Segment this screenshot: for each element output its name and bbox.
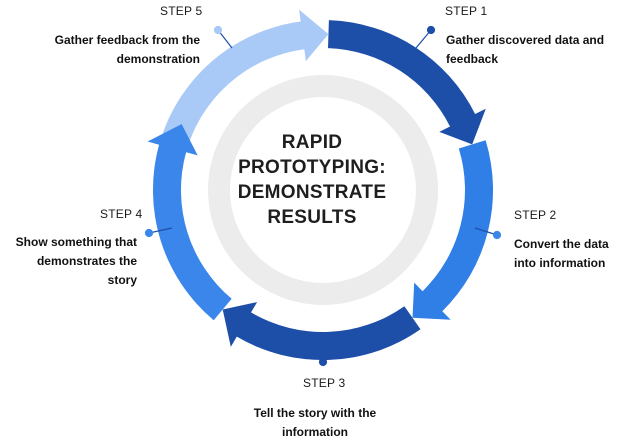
step4-connector-dot: [144, 228, 154, 238]
center-title-line-1: RAPID: [281, 132, 343, 153]
step4-description: Show something that demonstrates the sto…: [15, 235, 137, 287]
step1-connector-dot: [426, 25, 436, 35]
step5-label: STEP 5: [160, 4, 203, 18]
step2-arrow: [412, 140, 494, 320]
step3-arrow: [222, 302, 421, 361]
step5-connector-dot: [213, 25, 223, 35]
center-title-line-3: DEMONSTRATE: [237, 182, 387, 203]
step1-arrow: [328, 20, 486, 145]
center-disc: [230, 97, 416, 283]
step1-description: Gather discovered data and feedback: [446, 33, 605, 66]
step2-label: STEP 2: [514, 208, 557, 222]
center-title: RAPID PROTOTYPING: DEMONSTRATE RESULTS: [222, 130, 402, 230]
step4-arrow: [147, 124, 232, 321]
step1-label: STEP 1: [445, 4, 488, 18]
step2-connector-dot: [492, 230, 502, 240]
step5-description: Gather feedback from the demonstration: [54, 33, 200, 66]
step4-label: STEP 4: [100, 207, 143, 221]
step2-description: Convert the data into information: [514, 237, 609, 270]
step3-connector-dot: [318, 357, 328, 367]
step3-description: Tell the story with the information: [253, 406, 377, 439]
step3-label: STEP 3: [303, 376, 346, 390]
center-title-line-2: PROTOTYPING:: [238, 157, 386, 178]
step5-arrow: [158, 9, 329, 154]
center-title-line-4: RESULTS: [267, 207, 357, 228]
